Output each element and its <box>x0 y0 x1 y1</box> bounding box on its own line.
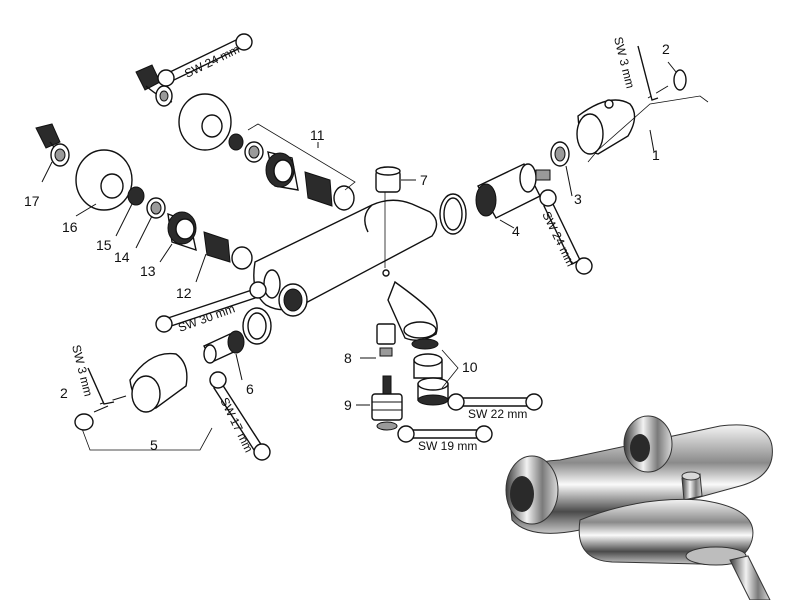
thermostat-cartridge-left <box>203 330 245 381</box>
wrench-icon-sw24-right: SW 24 mm <box>539 189 593 275</box>
part-number-12: 12 <box>176 285 192 301</box>
valve-parts-left <box>115 186 253 283</box>
part-number-9: 9 <box>344 397 352 413</box>
part-number-3: 3 <box>574 191 582 207</box>
screw-part-2-right <box>647 61 687 99</box>
o-ring-left <box>242 307 272 345</box>
nut-part-3 <box>550 141 573 197</box>
part-number-11: 11 <box>310 127 325 143</box>
aerator-part-10 <box>411 338 459 406</box>
handle-part-5 <box>77 352 213 451</box>
part-number-1: 1 <box>652 147 660 163</box>
screw-part-2-left <box>74 367 115 431</box>
wrench-icon-sw22: SW 22 mm <box>447 393 543 421</box>
allen-key-top <box>637 45 659 101</box>
part-number-14: 14 <box>114 249 130 265</box>
part-number-6: 6 <box>246 381 254 397</box>
part-number-15: 15 <box>96 237 112 253</box>
cover-rosette-left <box>75 149 133 217</box>
valve-parts-top <box>228 133 355 211</box>
bracket-11 <box>247 123 356 191</box>
part-number-4: 4 <box>512 223 520 239</box>
o-ring-right <box>439 193 467 235</box>
mixer-body <box>253 190 438 341</box>
diverter-part-9 <box>356 375 403 431</box>
wrench-icon-sw24-top: SW 24 mm <box>157 33 253 87</box>
wrench-label-sw22: SW 22 mm <box>468 407 527 421</box>
product-photo <box>505 415 773 600</box>
cap-part <box>375 166 416 193</box>
part-number-2-left: 2 <box>60 385 68 401</box>
part-number-13: 13 <box>140 263 156 279</box>
elbow-fitting-left <box>35 123 70 183</box>
cover-rosette-top <box>178 93 232 151</box>
handle-part-1 <box>576 95 709 163</box>
part-number-17: 17 <box>24 193 40 209</box>
part-number-10: 10 <box>462 359 478 375</box>
wrench-label-sw17: SW 17 mm <box>217 395 256 454</box>
allen-key-label-top: SW 3 mm <box>611 35 637 89</box>
wrench-icon-sw17: SW 17 mm <box>209 371 271 461</box>
wrench-icon-sw19: SW 19 mm <box>397 425 493 453</box>
part-number-2-right: 2 <box>662 41 670 57</box>
thermostat-cartridge <box>475 163 551 229</box>
allen-key-label-left: SW 3 mm <box>69 343 95 397</box>
part-number-5: 5 <box>150 437 158 453</box>
part-number-8: 8 <box>344 350 352 366</box>
part-number-16: 16 <box>62 219 78 235</box>
part-number-7: 7 <box>420 172 428 188</box>
wrench-label-sw19: SW 19 mm <box>418 439 477 453</box>
insert-part-8 <box>360 323 396 359</box>
